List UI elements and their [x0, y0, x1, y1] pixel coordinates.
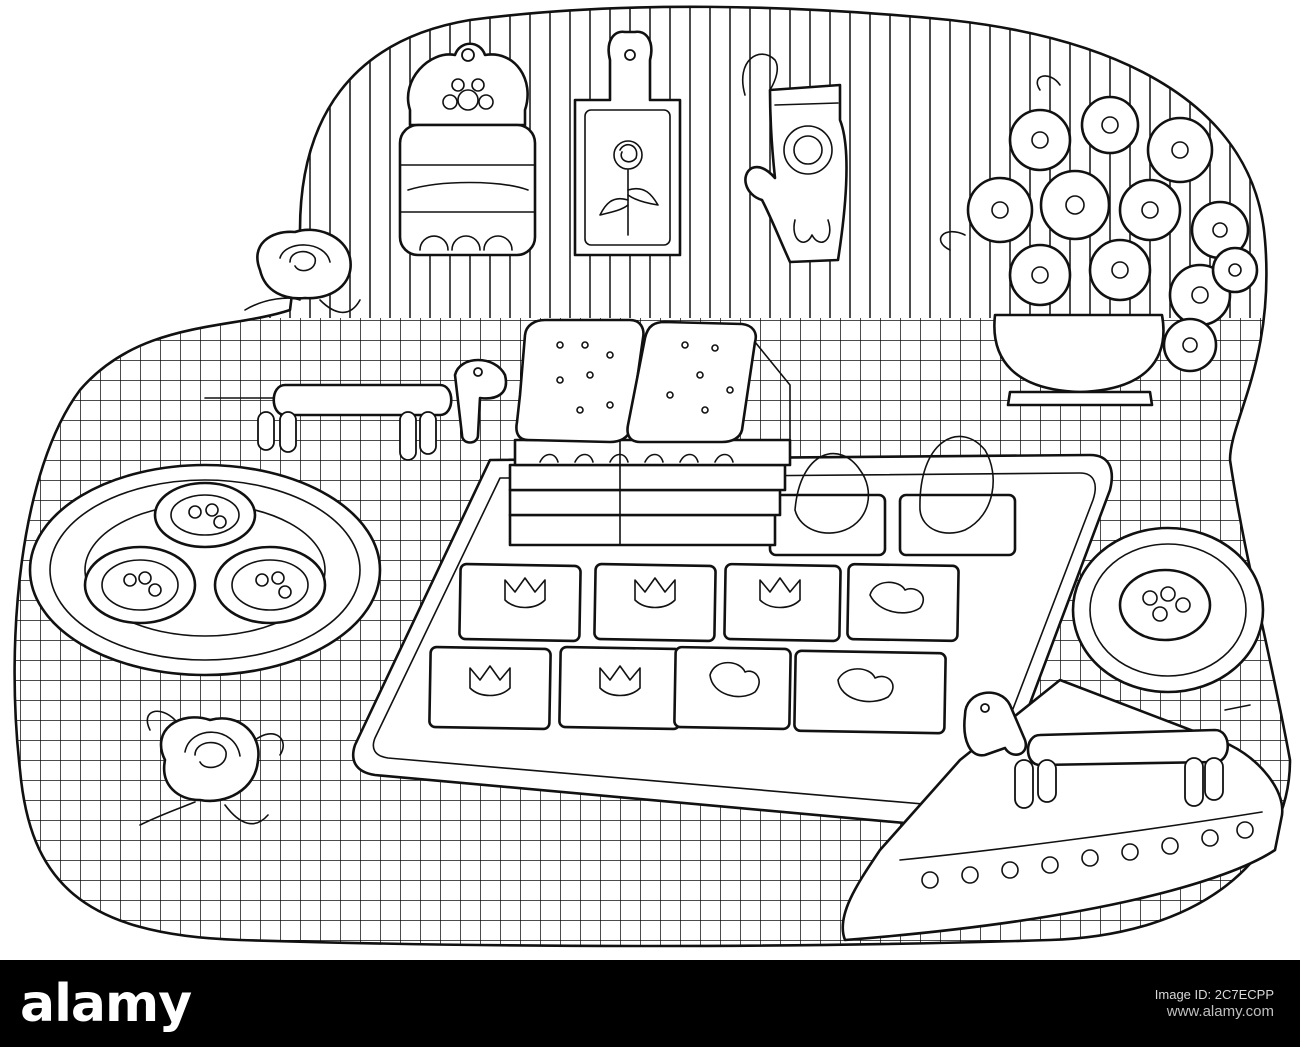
oven-mitt-icon: [742, 53, 848, 264]
baking-tray-icon: [351, 435, 1114, 830]
rose-icon: [244, 228, 361, 314]
watermark-footer-bar: alamy Image ID: 2C7ECPP www.alamy.com: [0, 960, 1300, 1047]
cutting-board-icon: [573, 30, 682, 257]
flower-bouquet-icon: [939, 75, 1259, 407]
gingerbread-house-icon: [508, 318, 792, 547]
small-plate-icon: [1071, 526, 1265, 694]
site-url: www.alamy.com: [1166, 1003, 1274, 1020]
hanging-jar-icon: [398, 42, 537, 257]
image-id-label: Image ID: 2C7ECPP: [1154, 987, 1274, 1002]
dachshund-toy-icon: [963, 691, 1251, 809]
alamy-logo: alamy: [20, 973, 192, 1034]
cookie-plate-icon: [28, 463, 382, 677]
coloring-page-illustration: [13, 5, 1292, 948]
image-id-box: Image ID: 2C7ECPP www.alamy.com: [1155, 987, 1274, 1020]
dachshund-toy-icon: [204, 358, 508, 461]
rose-icon: [139, 710, 284, 826]
